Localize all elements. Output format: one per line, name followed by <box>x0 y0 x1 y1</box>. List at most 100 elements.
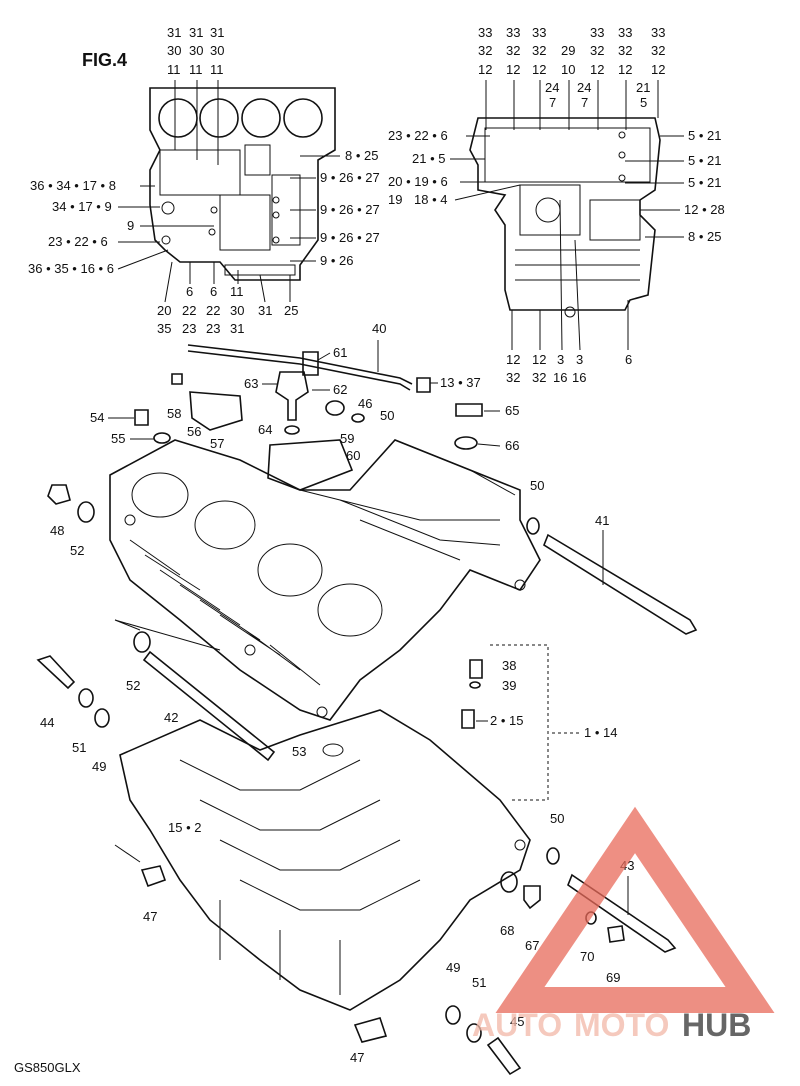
callout: 50 <box>380 408 394 423</box>
inset-left-right-labels: 8 • 25 9 • 26 • 27 9 • 26 • 27 9 • 26 • … <box>290 148 380 268</box>
callout: 65 <box>505 403 519 418</box>
callout: 35 <box>157 321 171 336</box>
callout: 62 <box>333 382 347 397</box>
callout: 22 <box>182 303 196 318</box>
callout: 20 • 19 • 6 <box>388 174 448 189</box>
callout: 3 <box>557 352 564 367</box>
callout: 60 <box>346 448 360 463</box>
callout: 8 • 25 <box>688 229 721 244</box>
callout: 23 <box>206 321 220 336</box>
callout: 19 <box>388 192 402 207</box>
oil-pipe: 40 61 <box>187 321 413 391</box>
callout: 39 <box>502 678 516 693</box>
callout: 30 <box>210 43 224 58</box>
callout: 67 <box>525 938 539 953</box>
inset-lower-case-view <box>469 117 661 318</box>
watermark-logo: AUTO MOTO HUB <box>472 806 775 1043</box>
callout: 5 • 21 <box>688 175 721 190</box>
callout: 6 <box>625 352 632 367</box>
callout: 32 <box>478 43 492 58</box>
callout: 61 <box>333 345 347 360</box>
callout: 9 • 26 • 27 <box>320 202 380 217</box>
callout: 24 <box>545 80 559 95</box>
callout: 54 <box>90 410 104 425</box>
callout: 31 <box>210 25 224 40</box>
callout: 9 • 26 • 27 <box>320 230 380 245</box>
callout: 31 <box>230 321 244 336</box>
callout: 30 <box>189 43 203 58</box>
callout: 69 <box>606 970 620 985</box>
callout: 24 <box>577 80 591 95</box>
callout: 9 • 26 <box>320 253 353 268</box>
callout: 6 <box>210 284 217 299</box>
lower-crankcase: 53 15 • 2 <box>119 709 531 1011</box>
callout: 1 • 14 <box>584 725 617 740</box>
callout: 68 <box>500 923 514 938</box>
callout: 36 • 35 • 16 • 6 <box>28 261 114 276</box>
callout: 44 <box>40 715 54 730</box>
callout: 49 <box>92 759 106 774</box>
callout: 50 <box>530 478 544 493</box>
callout: 52 <box>126 678 140 693</box>
callout: 33 <box>618 25 632 40</box>
callout: 63 <box>244 376 258 391</box>
callout: 22 <box>206 303 220 318</box>
callout: 34 • 17 • 9 <box>52 199 112 214</box>
callout: 47 <box>350 1050 364 1065</box>
callout: 51 <box>72 740 86 755</box>
callout: 42 <box>164 710 178 725</box>
callout: 11 <box>230 284 244 299</box>
callout: 32 <box>506 43 520 58</box>
callout: 29 <box>561 43 575 58</box>
callout: 32 <box>618 43 632 58</box>
callout: 57 <box>210 436 224 451</box>
callout: 23 • 22 • 6 <box>48 234 108 249</box>
callout: 32 <box>590 43 604 58</box>
callout: 3 <box>576 352 583 367</box>
inset-upper-case-top-view <box>149 87 336 281</box>
callout: 31 <box>258 303 272 318</box>
callout: 5 • 21 <box>688 153 721 168</box>
callout: 31 <box>189 25 203 40</box>
watermark-text-hub: HUB <box>682 1007 751 1043</box>
callout: 12 <box>506 352 520 367</box>
callout: 10 <box>561 62 575 77</box>
inset-right-right-labels: 5 • 21 5 • 21 5 • 21 12 • 28 8 • 25 <box>625 128 725 244</box>
callout: 33 <box>506 25 520 40</box>
inset-left-left-labels: 36 • 34 • 17 • 8 34 • 17 • 9 9 23 • 22 •… <box>28 178 214 276</box>
watermark-text-auto: AUTO <box>472 1007 562 1043</box>
callout: 59 <box>340 431 354 446</box>
callout: 52 <box>70 543 84 558</box>
callout: 12 <box>590 62 604 77</box>
callout: 13 • 37 <box>440 375 481 390</box>
callout: 11 <box>210 62 224 77</box>
callout: 2 • 15 <box>490 713 523 728</box>
callout: 32 <box>651 43 665 58</box>
watermark-text-moto: MOTO <box>574 1007 669 1043</box>
callout: 50 <box>550 811 564 826</box>
callout: 58 <box>167 406 181 421</box>
callout: 21 • 5 <box>412 151 445 166</box>
callout: 51 <box>472 975 486 990</box>
callout: 31 <box>167 25 181 40</box>
inset-right-left-labels: 23 • 22 • 6 21 • 5 20 • 19 • 6 19 18 • 4 <box>388 128 521 207</box>
callout: 11 <box>167 62 181 77</box>
callout: 9 <box>127 218 134 233</box>
callout: 16 <box>572 370 586 385</box>
figure-title: FIG.4 <box>82 50 127 70</box>
callout: 16 <box>553 370 567 385</box>
inset-right-bottom-labels: 12 32 12 32 3 16 3 16 6 <box>506 199 632 385</box>
callout: 5 <box>640 95 647 110</box>
callout: 8 • 25 <box>345 148 378 163</box>
callout: 15 • 2 <box>168 820 201 835</box>
callout: 64 <box>258 422 272 437</box>
inset-left-top-labels: 31 30 11 31 30 11 31 30 11 <box>167 25 224 165</box>
callout: 55 <box>111 431 125 446</box>
callout: 36 • 34 • 17 • 8 <box>30 178 116 193</box>
callout: 33 <box>478 25 492 40</box>
callout: 33 <box>590 25 604 40</box>
callout: 7 <box>581 95 588 110</box>
callout: 48 <box>50 523 64 538</box>
callout: 6 <box>186 284 193 299</box>
